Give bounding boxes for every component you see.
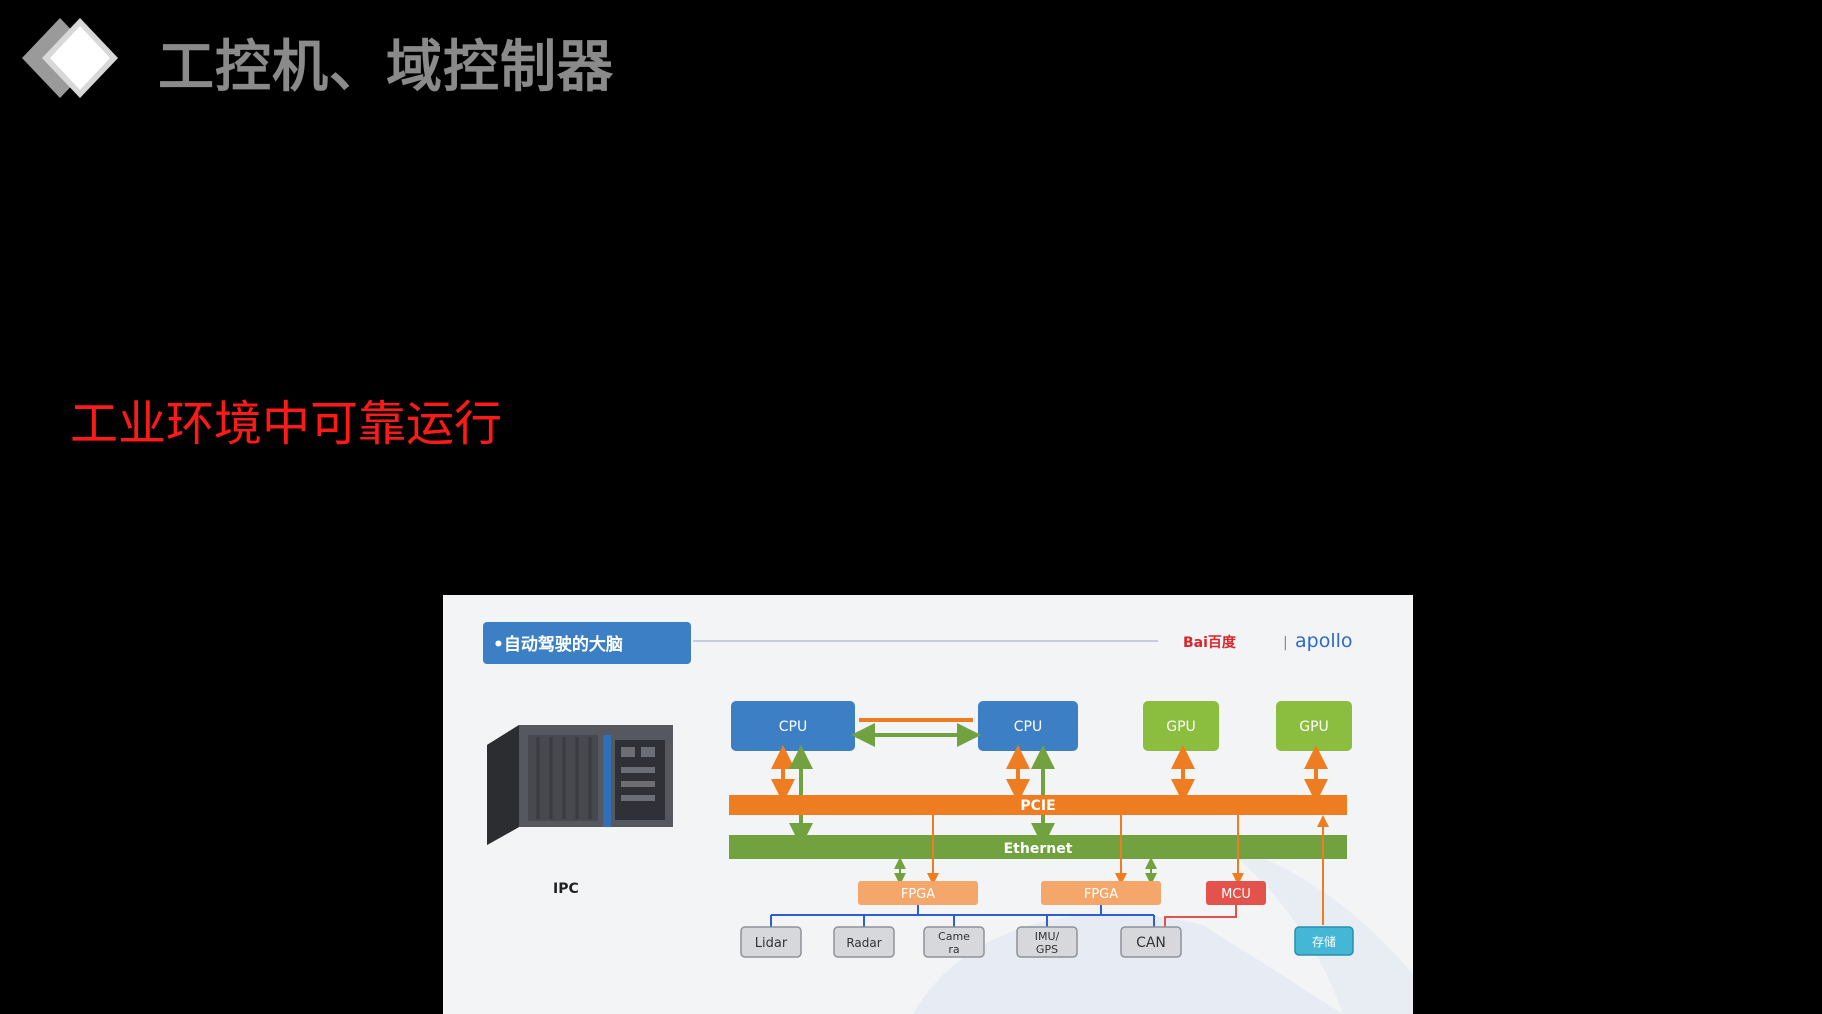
sensor-imu-gps bbox=[1016, 926, 1078, 958]
figure-badge-label: •自动驾驶的大脑 bbox=[493, 634, 623, 655]
mcu-block bbox=[1206, 881, 1266, 905]
slide-logo-icon bbox=[22, 18, 118, 98]
storage-label: 存储 bbox=[1312, 934, 1336, 949]
highlight-text: 工业环境中可靠运行 bbox=[70, 396, 503, 452]
cpu-label-2: CPU bbox=[1014, 719, 1042, 735]
page-title: 工控机、域控制器 bbox=[158, 35, 614, 100]
brand-apollo: apollo bbox=[1295, 630, 1353, 652]
brand-separator: | bbox=[1283, 635, 1288, 651]
fpga-label-2: FPGA bbox=[1084, 887, 1118, 902]
architecture-figure: •自动驾驶的大脑 Bai百度 | apollo IPC CP bbox=[443, 595, 1413, 1014]
sensor-lidar-label: Lidar bbox=[755, 936, 788, 951]
sensor-imu-label-1: IMU/ bbox=[1035, 930, 1060, 943]
sensor-camera-label-2: ra bbox=[948, 943, 959, 956]
cpu-label-1: CPU bbox=[779, 719, 807, 735]
gpu-label-2: GPU bbox=[1299, 719, 1329, 735]
mcu-label: MCU bbox=[1221, 887, 1251, 902]
ipc-hardware-image bbox=[487, 725, 673, 845]
ethernet-bus bbox=[729, 835, 1347, 859]
storage-block bbox=[1294, 926, 1354, 956]
sensor-camera-label-1: Came bbox=[938, 930, 970, 943]
cpu-block-2 bbox=[978, 701, 1078, 751]
figure-badge bbox=[483, 622, 691, 664]
gpu-block-2 bbox=[1276, 701, 1352, 751]
sensor-radar bbox=[833, 926, 895, 958]
mcu-can-link bbox=[1164, 905, 1237, 927]
sensor-imu-label-2: GPS bbox=[1036, 943, 1058, 956]
pcie-label: PCIE bbox=[1020, 798, 1055, 814]
fpga-block-1 bbox=[858, 881, 978, 905]
sensor-can bbox=[1120, 926, 1182, 958]
architecture-diagram: •自动驾驶的大脑 Bai百度 | apollo IPC CP bbox=[483, 622, 1413, 1014]
brand-baidu: Bai百度 bbox=[1183, 634, 1237, 651]
ipc-label: IPC bbox=[553, 881, 579, 897]
sensor-lidar bbox=[740, 926, 802, 958]
gpu-block-1 bbox=[1143, 701, 1219, 751]
sensor-can-label: CAN bbox=[1136, 935, 1166, 951]
pcie-bus bbox=[729, 795, 1347, 815]
fpga-block-2 bbox=[1041, 881, 1161, 905]
sensor-radar-label: Radar bbox=[846, 936, 881, 950]
sensor-camera bbox=[923, 926, 985, 958]
cpu-block-1 bbox=[731, 701, 855, 751]
gpu-label-1: GPU bbox=[1166, 719, 1196, 735]
fpga-label-1: FPGA bbox=[901, 887, 935, 902]
ethernet-label: Ethernet bbox=[1004, 841, 1073, 857]
